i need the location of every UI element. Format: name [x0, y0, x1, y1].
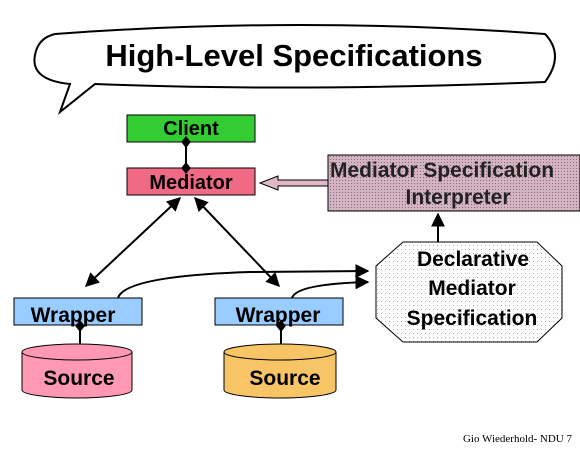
declarative-label-line2: Mediator: [428, 277, 516, 300]
mediator-box: [126, 167, 256, 196]
declarative-label-line1: Declarative: [417, 248, 529, 271]
wrapper-left-label: Wrapper: [31, 304, 116, 327]
declarative-label-line3: Specification: [407, 307, 538, 330]
interpreter-to-mediator-arrow: [258, 175, 329, 191]
source-right-label: Source: [249, 367, 320, 390]
interpreter-box: [327, 154, 580, 212]
interpreter-label-line1: Mediator Specification: [330, 159, 554, 182]
wrapper-right-spec-curve: [291, 275, 370, 299]
mediator-wrapper-left-connector: [84, 197, 182, 287]
source-right-cylinder: [223, 343, 337, 399]
client-label: Client: [163, 118, 219, 140]
title-text: High-Level Specifications: [105, 38, 482, 73]
title-bubble: [33, 24, 556, 115]
mediator-label: Mediator: [149, 172, 233, 194]
wrapper-right-label: Wrapper: [236, 304, 321, 327]
source-left-cylinder: [21, 343, 133, 399]
client-box: [126, 114, 256, 143]
source-left-label: Source: [43, 367, 114, 390]
footer-credit: Gio Wiederhold- NDU 7: [462, 433, 572, 445]
wrapper-left-spec-curve: [117, 264, 370, 299]
declarative-spec-octagon: [375, 241, 563, 343]
interpreter-label-line2: Interpreter: [405, 186, 510, 209]
